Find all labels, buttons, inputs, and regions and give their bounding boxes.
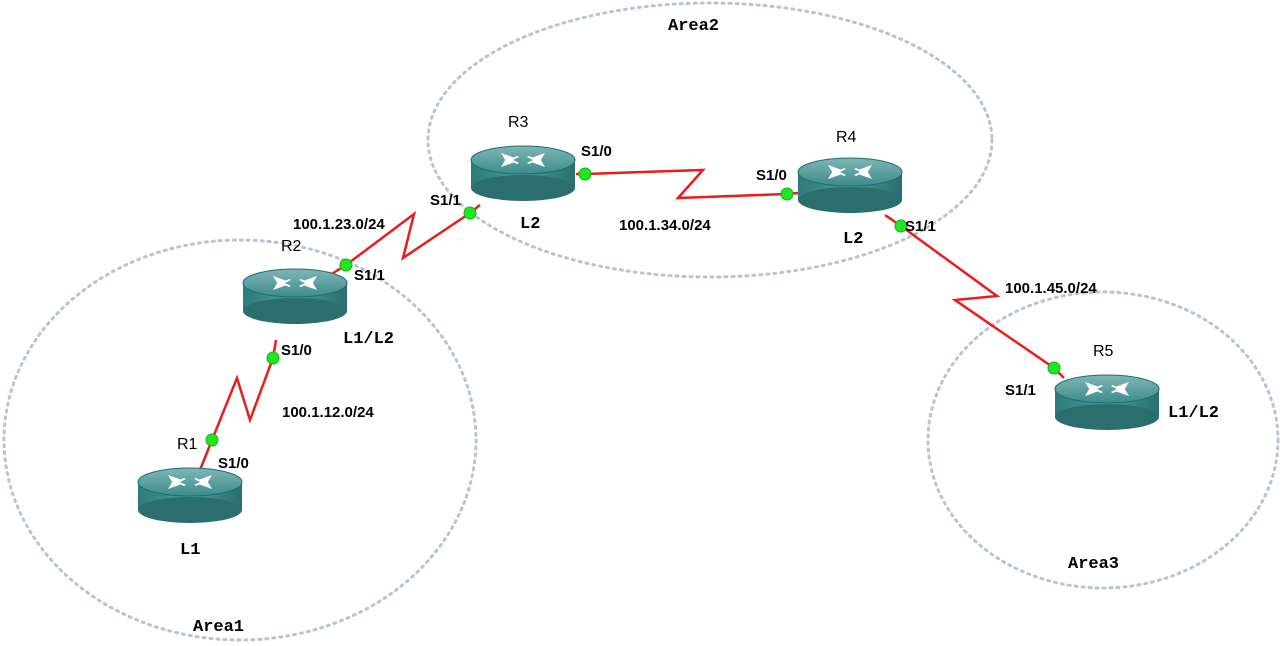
router-r2-name: R2 [281, 238, 302, 255]
router-r5-name: R5 [1093, 343, 1114, 360]
port-dot-r2-s1-0 [266, 351, 280, 365]
router-r1[interactable] [137, 467, 243, 524]
router-r3-level: L2 [520, 215, 540, 234]
port-dot-r1-s1-0 [205, 433, 219, 447]
port-label-r3-s1-1: S1/1 [430, 192, 461, 209]
router-r1-level: L1 [180, 541, 200, 560]
port-dot-r5-s1-1 [1047, 361, 1061, 375]
area2-label: Area2 [668, 17, 719, 36]
router-r4-level: L2 [843, 230, 863, 249]
port-label-r4-s1-0: S1/0 [756, 167, 787, 184]
network-label-r1-r2: 100.1.12.0/24 [282, 404, 374, 421]
router-r1-name: R1 [177, 436, 198, 453]
network-label-r4-r5: 100.1.45.0/24 [1005, 280, 1097, 297]
router-r4-name: R4 [836, 129, 857, 146]
area1-boundary [2, 238, 478, 642]
network-label-r3-r4: 100.1.34.0/24 [619, 217, 711, 234]
area3-boundary [926, 290, 1280, 590]
port-dot-r2-s1-1 [339, 258, 353, 272]
link-r1-r2 [198, 339, 278, 471]
router-r3[interactable] [470, 145, 576, 202]
network-label-r2-r3: 100.1.23.0/24 [293, 216, 385, 233]
port-dot-r4-s1-1 [894, 219, 908, 233]
port-dot-r3-s1-0 [578, 167, 592, 181]
area3-label: Area3 [1068, 555, 1119, 574]
port-label-r1-s1-0: S1/0 [218, 455, 249, 472]
port-label-r4-s1-1: S1/1 [905, 218, 936, 235]
port-label-r2-s1-0: S1/0 [281, 342, 312, 359]
port-dot-r4-s1-0 [780, 187, 794, 201]
router-r2[interactable] [242, 268, 348, 325]
port-label-r3-s1-0: S1/0 [581, 143, 612, 160]
router-r2-level: L1/L2 [343, 330, 394, 349]
area1-label: Area1 [193, 618, 244, 637]
port-label-r5-s1-1: S1/1 [1005, 382, 1036, 399]
router-r3-name: R3 [508, 114, 529, 131]
router-r4[interactable] [797, 157, 903, 214]
port-label-r2-s1-1: S1/1 [354, 267, 385, 284]
router-r5-level: L1/L2 [1168, 404, 1219, 423]
router-r5[interactable] [1054, 374, 1160, 431]
area2-boundary [426, 1, 994, 279]
port-dot-r3-s1-1 [463, 206, 477, 220]
